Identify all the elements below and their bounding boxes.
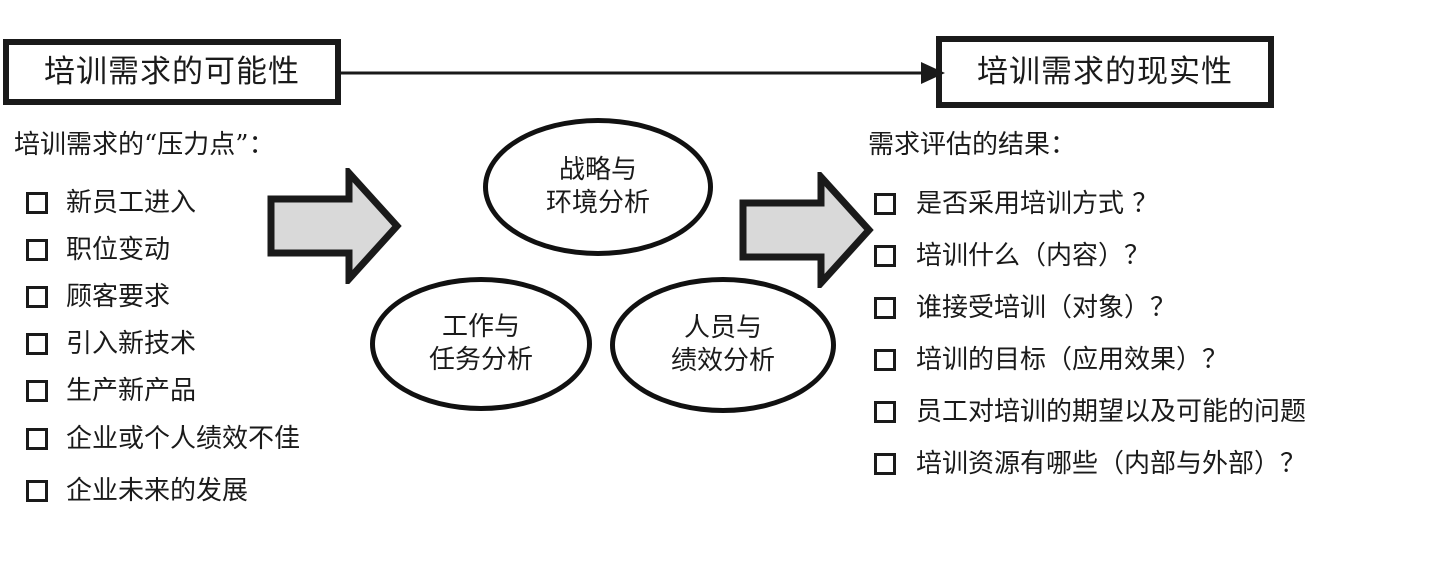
ellipse-strategy[interactable]: 战略与 环境分析 <box>483 118 713 256</box>
header-left-label: 培训需求的可能性 <box>44 53 300 90</box>
ellipse-strategy-line1: 战略与 <box>558 154 637 185</box>
ellipse-person-performance-line1: 人员与 <box>683 312 762 343</box>
header-box-training-need-possibility: 培训需求的可能性 <box>3 39 341 105</box>
ellipse-job-task-line2: 任务分析 <box>428 345 533 375</box>
checkbox-icon[interactable] <box>874 297 896 319</box>
checkbox-icon[interactable] <box>26 380 48 402</box>
list-item[interactable]: 企业或个人绩效不佳 <box>26 426 300 452</box>
checkbox-icon[interactable] <box>26 239 48 261</box>
list-item-label: 培训的目标（应用效果）？ <box>916 345 1229 375</box>
list-item-label: 引入新技术 <box>66 329 197 359</box>
checkbox-icon[interactable] <box>874 401 896 423</box>
checkbox-icon[interactable] <box>26 286 48 308</box>
list-item-label: 培训什么（内容）？ <box>916 241 1151 271</box>
list-item[interactable]: 生产新产品 <box>26 378 196 404</box>
checkbox-icon[interactable] <box>874 193 896 215</box>
list-item-label: 职位变动 <box>66 235 171 265</box>
list-item[interactable]: 培训的目标（应用效果）？ <box>874 347 1228 373</box>
list-item-label: 谁接受培训（对象）？ <box>916 293 1177 323</box>
list-item[interactable]: 培训资源有哪些（内部与外部）？ <box>874 451 1306 477</box>
list-item[interactable]: 引入新技术 <box>26 331 196 357</box>
block-arrow-right-icon <box>267 168 402 284</box>
list-item-label: 员工对培训的期望以及可能的问题 <box>916 397 1307 427</box>
list-item-label: 新员工进入 <box>66 188 197 218</box>
checkbox-icon[interactable] <box>26 192 48 214</box>
list-item[interactable]: 顾客要求 <box>26 284 170 310</box>
checkbox-icon[interactable] <box>874 349 896 371</box>
header-right-label: 培训需求的现实性 <box>977 53 1233 90</box>
list-item-label: 企业未来的发展 <box>66 476 249 506</box>
right-column-heading: 需求评估的结果： <box>868 130 1077 160</box>
list-item[interactable]: 谁接受培训（对象）？ <box>874 295 1176 321</box>
ellipse-job-task-line1: 工作与 <box>441 311 520 342</box>
list-item[interactable]: 企业未来的发展 <box>26 478 248 504</box>
list-item-label: 培训资源有哪些（内部与外部）？ <box>916 449 1307 479</box>
ellipse-strategy-line2: 环境分析 <box>545 188 650 218</box>
list-item[interactable]: 员工对培训的期望以及可能的问题 <box>874 399 1306 425</box>
list-item[interactable]: 培训什么（内容）？ <box>874 243 1150 269</box>
list-item-label: 顾客要求 <box>66 282 171 312</box>
list-item[interactable]: 是否采用培训方式 ？ <box>874 191 1158 217</box>
ellipse-job-task[interactable]: 工作与 任务分析 <box>370 277 592 411</box>
flow-arrow-right-icon <box>335 62 945 84</box>
left-column-heading: 培训需求的“压力点”： <box>14 130 275 160</box>
ellipse-person-performance-line2: 绩效分析 <box>670 346 775 376</box>
list-item-label: 企业或个人绩效不佳 <box>66 424 301 454</box>
checkbox-icon[interactable] <box>26 480 48 502</box>
list-item-label: 生产新产品 <box>66 376 197 406</box>
ellipse-person-performance[interactable]: 人员与 绩效分析 <box>610 277 836 413</box>
checkbox-icon[interactable] <box>874 245 896 267</box>
list-item-label: 是否采用培训方式 ？ <box>916 189 1159 219</box>
checkbox-icon[interactable] <box>874 453 896 475</box>
block-arrow-right-icon <box>739 172 874 288</box>
list-item[interactable]: 职位变动 <box>26 237 170 263</box>
checkbox-icon[interactable] <box>26 333 48 355</box>
checkbox-icon[interactable] <box>26 428 48 450</box>
header-box-training-need-reality: 培训需求的现实性 <box>936 36 1274 108</box>
list-item[interactable]: 新员工进入 <box>26 190 196 216</box>
